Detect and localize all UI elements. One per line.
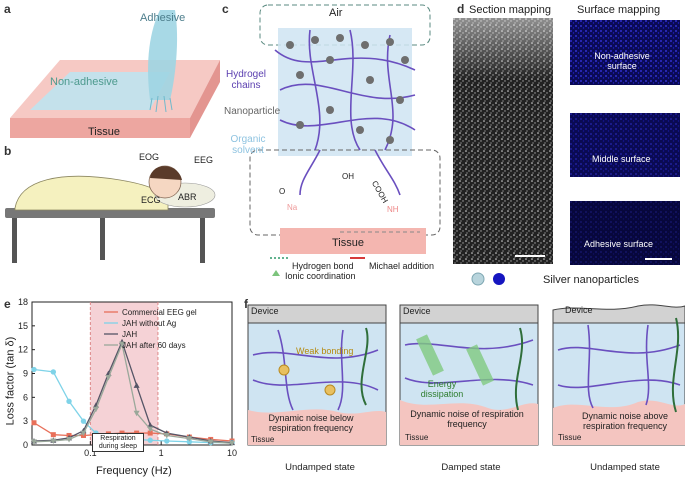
label-energy-dissipation: Energy dissipation: [420, 379, 464, 399]
label-eog: EOG: [139, 152, 160, 162]
label-device-2: Device: [403, 306, 431, 316]
data-point: [133, 382, 140, 388]
x-tick-label: 0.1: [84, 448, 97, 458]
state-label-undamped-2: Undamped state: [590, 462, 660, 473]
label-middle-surface: Middle surface: [592, 154, 651, 164]
shade-label: Respiration during sleep: [92, 433, 144, 453]
middle-surface-image: [570, 113, 680, 177]
data-point: [66, 398, 72, 405]
label-adhesive-surface: Adhesive surface: [584, 239, 654, 249]
respiration-shaded-region: [90, 302, 158, 445]
y-axis-label: Loss factor (tan δ): [4, 336, 17, 426]
legend-silver-nanoparticles: Silver nanoparticles: [543, 274, 639, 286]
panel-b-label: b: [4, 144, 12, 158]
legend-ionic-coordination: Ionic coordination: [285, 271, 356, 281]
surface-mapping-title: Surface mapping: [577, 4, 661, 16]
data-point: [164, 438, 170, 444]
data-point: [80, 430, 87, 437]
label-abr: ABR: [178, 192, 197, 202]
hydrogel-structure-diagram: [249, 4, 441, 276]
legend-hydrogen-bond: Hydrogen bond: [292, 261, 354, 271]
y-tick-label: 12: [18, 345, 28, 355]
label-tissue-a: Tissue: [88, 126, 120, 138]
label-tissue-f3: Tissue: [558, 433, 582, 442]
data-point: [229, 440, 235, 447]
label-noise-of: Dynamic noise of respiration frequency: [410, 409, 524, 429]
non-adhesive-surface-image: [570, 20, 680, 85]
data-point: [147, 437, 153, 443]
y-tick-label: 18: [18, 297, 28, 307]
data-point: [119, 341, 126, 348]
label-tissue-f1: Tissue: [251, 435, 275, 444]
data-point: [147, 422, 154, 428]
label-non-adhesive-surface: Non-adhesive surface: [594, 51, 650, 71]
panel-c-label: c: [222, 2, 229, 16]
label-oh: OH: [342, 172, 354, 181]
label-organic-solvent: Organic solvent: [230, 134, 266, 156]
y-tick-label: 6: [23, 392, 28, 402]
y-tick-label: 0: [23, 440, 28, 450]
sleeping-person-illustration: [5, 165, 216, 263]
data-point: [207, 439, 214, 445]
label-tissue-c: Tissue: [332, 237, 364, 249]
adhesive-surface-image: [570, 201, 680, 265]
legend-label: JAH: [122, 330, 137, 339]
legend-michael-addition: Michael addition: [369, 261, 435, 271]
label-eeg: EEG: [194, 155, 214, 165]
y-tick-label: 9: [23, 369, 28, 379]
x-tick-label: 10: [227, 448, 237, 458]
data-point: [186, 439, 193, 445]
label-adhesive-a: Adhesive: [140, 12, 186, 24]
label-hydrogel-chains: Hydrogel chains: [226, 69, 267, 91]
label-na: Na: [287, 203, 298, 212]
label-nh: NH: [387, 205, 399, 214]
tissue-slab-a: [10, 10, 220, 138]
label-o: O: [279, 187, 286, 196]
legend-label: Commercial EEG gel: [122, 308, 197, 317]
data-point: [80, 418, 87, 424]
section-mapping-title: Section mapping: [469, 4, 551, 16]
x-tick-label: 1: [159, 448, 164, 458]
panel-a-label: a: [4, 2, 11, 16]
data-point: [50, 438, 57, 445]
damping-states-diagram: [247, 304, 685, 446]
panel-f-label: f: [244, 297, 248, 311]
label-non-adhesive-a: Non-adhesive: [50, 76, 118, 88]
data-point: [92, 406, 99, 413]
data-point: [147, 430, 153, 436]
section-mapping-image: [453, 18, 553, 264]
label-nanoparticle: Nanoparticle: [224, 106, 281, 117]
panel-e-label: e: [4, 297, 11, 311]
data-point: [31, 366, 37, 373]
y-tick-label: 15: [18, 321, 28, 331]
x-axis-label: Frequency (Hz): [96, 465, 172, 477]
label-tissue-f2: Tissue: [405, 433, 429, 442]
state-label-damped: Damped state: [441, 462, 501, 473]
data-point: [186, 436, 193, 442]
label-noise-above: Dynamic noise above respiration frequenc…: [581, 411, 669, 431]
y-tick-label: 3: [23, 416, 28, 426]
data-point: [105, 374, 112, 381]
data-point: [31, 420, 37, 426]
label-ecg: ECG: [141, 195, 161, 205]
state-label-undamped-1: Undamped state: [285, 462, 355, 473]
label-weak-bonding: Weak bonding: [296, 346, 354, 356]
data-point: [30, 439, 37, 445]
legend-label: JAH without Ag: [122, 319, 176, 328]
data-point: [50, 432, 56, 438]
label-device-3: Device: [565, 305, 593, 315]
data-point: [147, 426, 154, 433]
data-point: [163, 432, 170, 439]
data-point: [133, 410, 140, 417]
label-device-1: Device: [251, 306, 279, 316]
panel-d-label: d: [457, 2, 465, 16]
label-noise-below: Dynamic noise below respiration frequenc…: [268, 413, 354, 433]
label-air: Air: [329, 7, 343, 19]
silver-legend-markers: [471, 272, 505, 286]
data-point: [66, 436, 73, 443]
legend-label: JAH after 60 days: [122, 341, 186, 350]
data-point: [50, 369, 57, 375]
